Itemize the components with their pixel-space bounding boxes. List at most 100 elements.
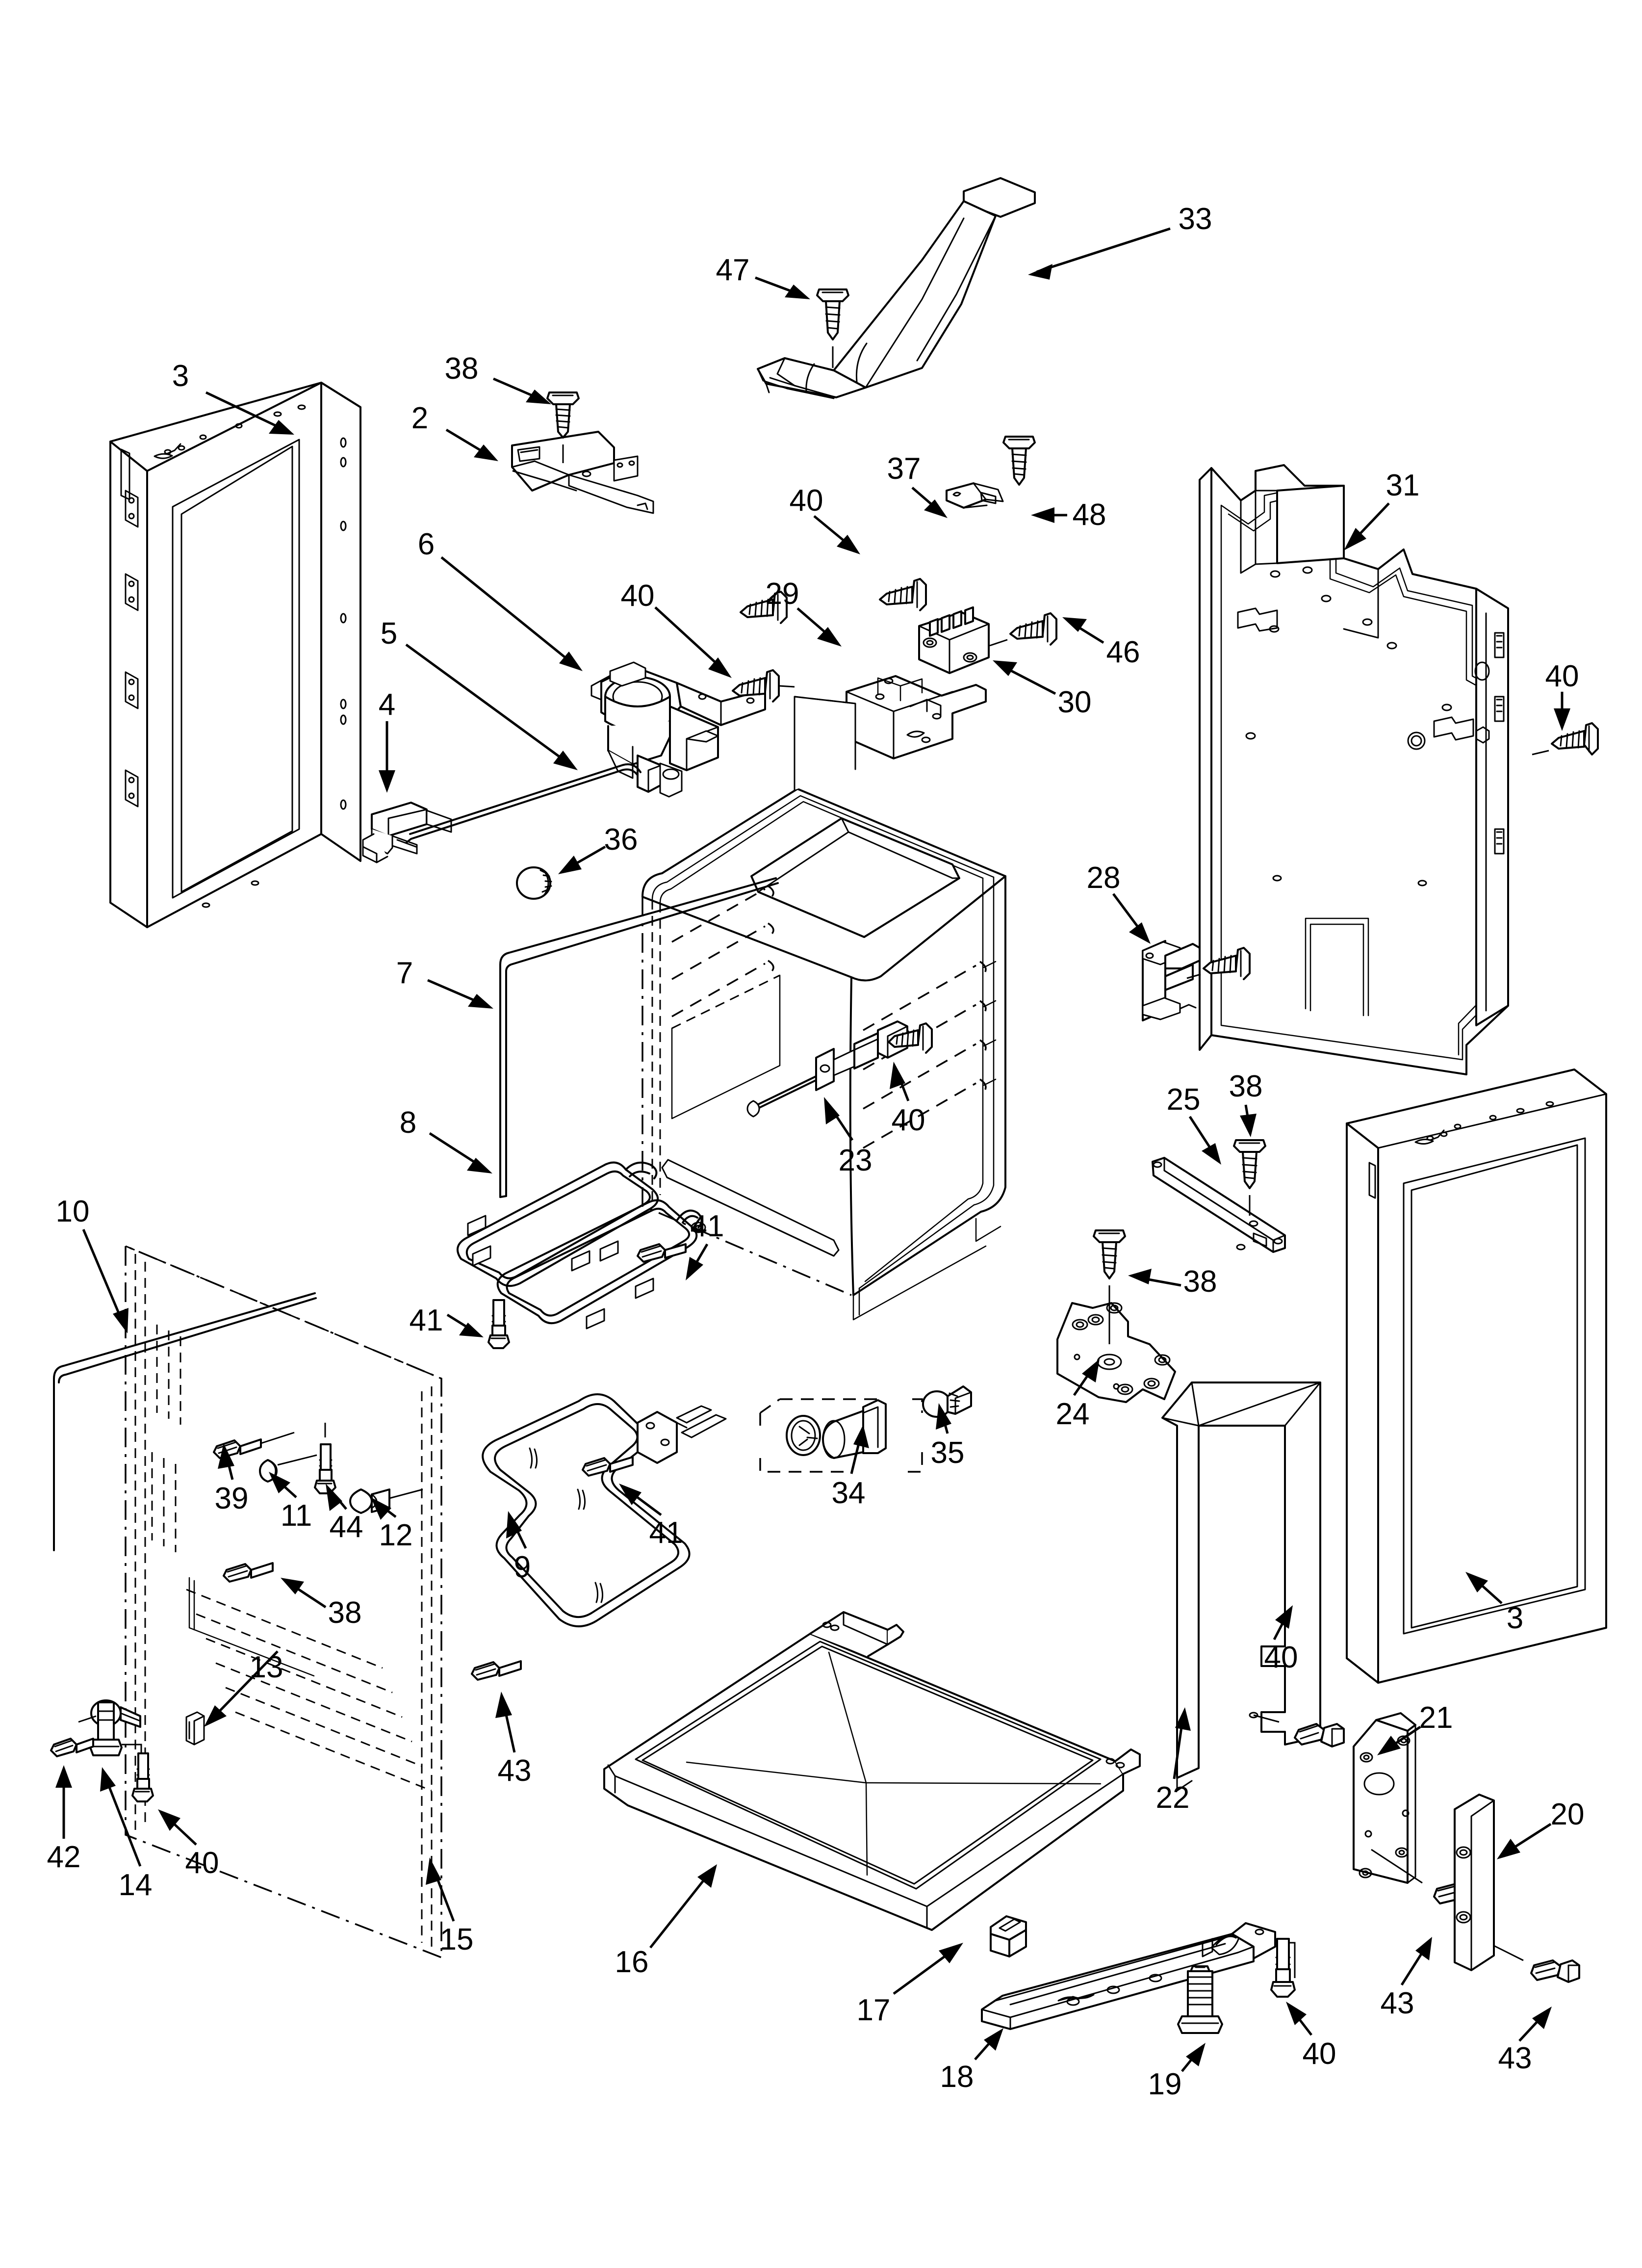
callout-31-rear-panel: 31 [1385, 469, 1420, 502]
callout-17-clip: 17 [856, 1993, 891, 2027]
callout-13-clip: 13 [249, 1650, 283, 1684]
part-23-sensor [746, 1020, 908, 1118]
callout-33-vent-tube: 33 [1178, 202, 1212, 236]
callout-20-strike-plate: 20 [1550, 1798, 1585, 1831]
callout-40-screw: 40 [789, 484, 823, 518]
screw-41-b [487, 1299, 510, 1349]
callout-46-screw: 46 [1106, 635, 1140, 669]
callout-41-screw: 41 [690, 1209, 724, 1243]
callout-8-broil-element: 8 [399, 1106, 417, 1140]
screw-40-side-panel [1294, 1723, 1345, 1747]
callout-10-wire-rod: 10 [55, 1195, 90, 1228]
screw-46 [989, 612, 1057, 647]
part-6-blower-motor-assembly [590, 661, 766, 798]
callout-28-latch-bracket: 28 [1086, 861, 1121, 895]
callout-44-screw: 44 [329, 1510, 363, 1544]
screw-40-bottom-left [131, 1752, 154, 1802]
callout-3-oven-door-outer-panel-right: 3 [1506, 1601, 1524, 1635]
screw-40-drawer [1270, 1938, 1296, 1998]
screw-38-top [546, 391, 580, 463]
part-21-hinge-bracket [1353, 1712, 1423, 1884]
part-5-rod [405, 763, 641, 844]
screw-38-brace [1233, 1139, 1266, 1216]
callout-40-screw: 40 [620, 579, 655, 613]
callout-18-drawer-slide-rail: 18 [940, 2060, 974, 2094]
part-30-terminal-block [918, 606, 990, 674]
screw-48 [1002, 436, 1036, 486]
callout-2-bracket-latch: 2 [411, 401, 429, 435]
callout-25-brace-bracket: 25 [1166, 1083, 1201, 1117]
part-34-lamp-lens-assembly [759, 1398, 923, 1473]
callout-40-screw: 40 [891, 1103, 925, 1137]
callout-40-screw: 40 [1264, 1641, 1298, 1674]
screw-40-blower [732, 669, 795, 703]
part-18-drawer-slide [981, 1922, 1296, 2030]
part-3-left-door-panel [109, 382, 361, 928]
callout-22-side-panel: 22 [1155, 1781, 1190, 1815]
part-31-rear-panel [1199, 464, 1509, 1075]
screw-28-fastener [1186, 947, 1251, 980]
part-4-clip-bracket [362, 802, 452, 863]
part-15-panel-ghost [125, 1245, 442, 1959]
screw-47 [816, 288, 849, 368]
screw-41-c [582, 1456, 634, 1477]
part-24-mounting-plate [1056, 1302, 1176, 1403]
callout-29-bracket: 29 [765, 577, 799, 611]
callout-23-thermostat-sensor: 23 [838, 1144, 872, 1177]
callout-43-screw: 43 [1380, 1986, 1414, 2020]
callout-35-lamp-bulb: 35 [930, 1436, 965, 1470]
part-14-leveling-leg [78, 1699, 142, 1776]
callout-15-bottom-panel: 15 [439, 1923, 474, 1956]
screw-38-plate [1093, 1229, 1126, 1344]
callout-11-spacer-bushing: 11 [280, 1499, 312, 1533]
callout-41-screw: 41 [409, 1303, 443, 1337]
callout-47-screw: 47 [716, 253, 750, 287]
callout-40-screw: 40 [185, 1846, 219, 1880]
callout-40-screw: 40 [1545, 659, 1579, 693]
callout-24-mounting-plate: 24 [1055, 1397, 1090, 1431]
part-2-latch-bracket [511, 431, 654, 514]
part-10-wire-rod [53, 1292, 317, 1551]
part-3-right-door-panel [1346, 1069, 1607, 1684]
callout-36-plug-button: 36 [604, 823, 638, 857]
part-37-clip [946, 482, 1004, 509]
part-9-bake-element [482, 1393, 727, 1627]
callout-9-bake-element: 9 [513, 1550, 531, 1584]
screw-42 [50, 1738, 94, 1757]
part-7-gasket-rod [499, 877, 779, 1198]
callout-5-tube-rod: 5 [380, 617, 398, 651]
callout-6-blower-motor-assembly: 6 [417, 527, 435, 561]
screw-43-strike [1530, 1959, 1580, 1983]
callout-21-hinge-bracket: 21 [1419, 1701, 1453, 1735]
callout-3-oven-door-outer-panel-left: 3 [172, 359, 189, 393]
part-8-broil-element [456, 1161, 706, 1330]
screw-40-left [740, 591, 788, 624]
callout-30-terminal-block: 30 [1057, 685, 1092, 719]
callout-43-screw: 43 [1498, 2041, 1532, 2075]
callout-34-lamp-lens-assembly: 34 [831, 1476, 866, 1510]
screw-40-sensor [888, 1022, 933, 1054]
oven-cavity [641, 696, 1006, 1321]
screw-41-a [637, 1243, 687, 1263]
callout-7-door-seal-gasket: 7 [396, 956, 413, 990]
part-29-bracket [846, 675, 987, 759]
screw-38-left-lower [223, 1562, 274, 1583]
part-25-brace [1152, 1157, 1286, 1253]
callout-38-screw: 38 [1183, 1265, 1217, 1299]
callout-38-screw: 38 [444, 352, 479, 386]
part-19-leveling-foot [1177, 1965, 1223, 2034]
callout-43-screw: 43 [497, 1754, 532, 1788]
part-33-vent-tube [757, 177, 1036, 399]
callout-19-leveling-foot: 19 [1148, 2067, 1182, 2101]
callout-4-clip-bracket: 4 [378, 688, 396, 722]
callout-41-screw: 41 [649, 1516, 683, 1550]
callout-16-drawer-pan: 16 [615, 1945, 649, 1979]
callout-37-clip: 37 [887, 452, 921, 486]
part-28-latch-bracket [1142, 940, 1201, 1021]
part-16-drawer-pan [603, 1611, 1141, 1931]
callout-40-screw: 40 [1302, 2037, 1336, 2071]
callout-38-screw: 38 [328, 1596, 362, 1630]
callout-12-grommet: 12 [379, 1518, 413, 1552]
